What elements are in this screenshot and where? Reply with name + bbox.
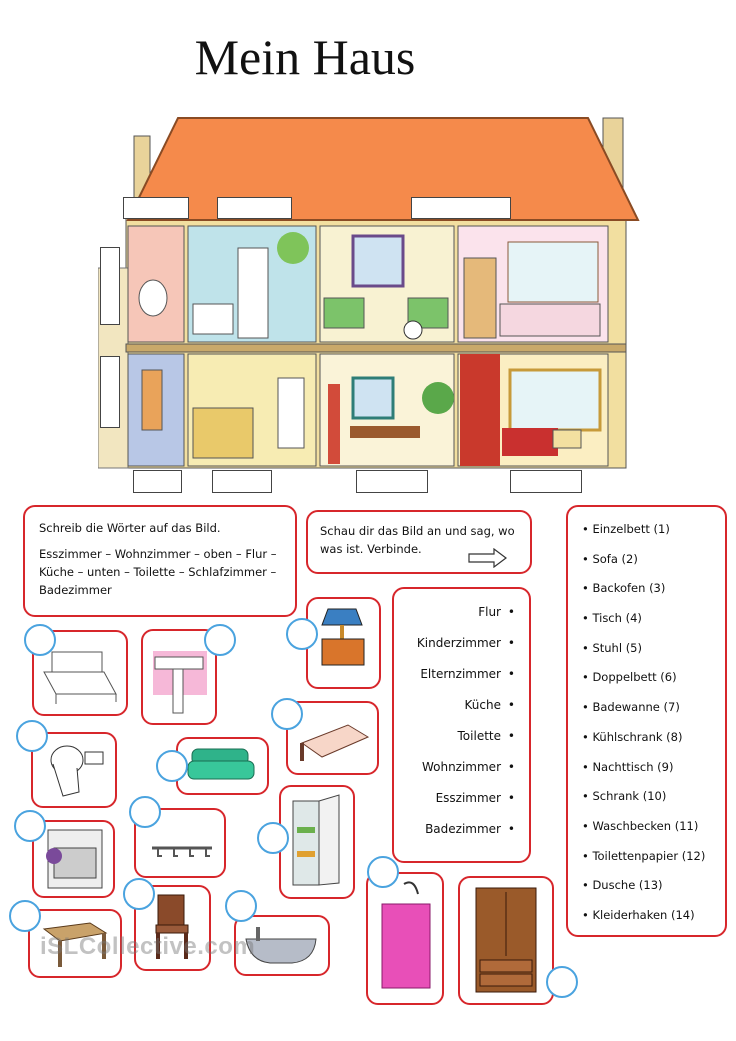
room-item-wohnzimmer[interactable]: Wohnzimmer: [404, 752, 515, 783]
room-item-kueche[interactable]: Küche: [404, 690, 515, 721]
label-box-3[interactable]: [411, 197, 511, 219]
arrow-right-icon: [468, 548, 507, 568]
task1-box: Schreib die Wörter auf das Bild. Esszimm…: [23, 505, 297, 617]
label-box-side-bottom[interactable]: [100, 356, 120, 428]
sink-icon: [153, 651, 207, 714]
card-kuehlschrank: [279, 785, 355, 899]
number-circle-nachttisch[interactable]: [286, 618, 318, 650]
item-kuehlschrank: • Kühlschrank (8): [582, 729, 683, 744]
room-item-elternzimmer[interactable]: Elternzimmer: [404, 659, 515, 690]
item-tisch: • Tisch (4): [582, 611, 642, 626]
card-sofa: [176, 737, 269, 795]
number-circle-stuhl[interactable]: [123, 878, 155, 910]
number-circle-toilettenpapier[interactable]: [16, 720, 48, 752]
coat-hooks-icon: [152, 846, 212, 857]
label-box-1[interactable]: [123, 197, 189, 219]
oven-icon: [46, 829, 103, 889]
house-illustration: [98, 117, 640, 469]
number-circle-dusche[interactable]: [367, 856, 399, 888]
card-badewanne: [234, 915, 330, 976]
fridge-icon: [292, 794, 340, 886]
room-item-toilette[interactable]: Toilette: [404, 721, 515, 752]
item-stuhl: • Stuhl (5): [582, 640, 642, 655]
wardrobe-icon: [475, 887, 537, 993]
item-badewanne: • Badewanne (7): [582, 700, 680, 715]
card-waschbecken: [141, 629, 217, 725]
bathtub-icon: [245, 927, 317, 964]
number-circle-tisch[interactable]: [9, 900, 41, 932]
card-dusche: [366, 872, 444, 1005]
room-item-esszimmer[interactable]: Esszimmer: [404, 783, 515, 814]
chair-icon: [155, 894, 189, 959]
item-dusche: • Dusche (13): [582, 878, 663, 893]
label-box-6[interactable]: [356, 470, 428, 493]
item-schrank: • Schrank (10): [582, 789, 667, 804]
item-sofa: • Sofa (2): [582, 551, 638, 566]
item-toilettenpapier: • Toilettenpapier (12): [582, 848, 706, 863]
label-box-5[interactable]: [212, 470, 272, 493]
task2-instruction: Schau dir das Bild an und sag, wo was is…: [320, 524, 515, 556]
room-list-box: Flur Kinderzimmer Elternzimmer Küche Toi…: [392, 587, 531, 863]
item-backofen: • Backofen (3): [582, 581, 666, 596]
toilet-paper-icon: [50, 745, 104, 797]
task1-words: Esszimmer – Wohnzimmer – oben – Flur – K…: [39, 547, 277, 597]
watermark: iSLCollective.com: [40, 933, 256, 960]
number-circle-sofa[interactable]: [156, 750, 188, 782]
item-nachttisch: • Nachttisch (9): [582, 759, 674, 774]
card-nachttisch: [306, 597, 381, 689]
item-list: • Einzelbett (1) • Sofa (2) • Backofen (…: [582, 515, 715, 931]
card-backofen: [32, 820, 115, 898]
page-title: Mein Haus: [194, 29, 416, 85]
card-kleiderhaken: [134, 808, 226, 878]
number-circle-waschbecken[interactable]: [204, 624, 236, 656]
item-waschbecken: • Waschbecken (11): [582, 818, 699, 833]
number-circle-schrank[interactable]: [546, 966, 578, 998]
number-circle-doppelbett[interactable]: [24, 624, 56, 656]
number-circle-einzelbett[interactable]: [271, 698, 303, 730]
item-doppelbett: • Doppelbett (6): [582, 670, 677, 685]
task1-instruction: Schreib die Wörter auf das Bild.: [39, 521, 221, 535]
number-circle-kleiderhaken[interactable]: [129, 796, 161, 828]
card-tisch: [28, 909, 122, 978]
room-item-kinderzimmer[interactable]: Kinderzimmer: [404, 628, 515, 659]
single-bed-icon: [300, 724, 370, 761]
label-box-2[interactable]: [217, 197, 292, 219]
card-schrank: [458, 876, 554, 1005]
room-item-flur[interactable]: Flur: [404, 597, 515, 628]
label-box-7[interactable]: [510, 470, 582, 493]
table-icon: [42, 922, 108, 967]
label-box-side-top[interactable]: [100, 247, 120, 325]
shower-icon: [381, 881, 431, 989]
number-circle-badewanne[interactable]: [225, 890, 257, 922]
room-item-badezimmer[interactable]: Badezimmer: [404, 814, 515, 845]
item-list-box: • Einzelbett (1) • Sofa (2) • Backofen (…: [566, 505, 727, 937]
label-box-4[interactable]: [133, 470, 182, 493]
nightstand-icon: [321, 608, 365, 666]
number-circle-backofen[interactable]: [14, 810, 46, 842]
double-bed-icon: [43, 651, 117, 704]
room-list: Flur Kinderzimmer Elternzimmer Küche Toi…: [404, 597, 515, 845]
task2-box: Schau dir das Bild an und sag, wo was is…: [306, 510, 532, 574]
item-kleiderhaken: • Kleiderhaken (14): [582, 907, 695, 922]
sofa-icon: [187, 748, 255, 780]
item-einzelbett: • Einzelbett (1): [582, 522, 670, 536]
number-circle-kuehlschrank[interactable]: [257, 822, 289, 854]
